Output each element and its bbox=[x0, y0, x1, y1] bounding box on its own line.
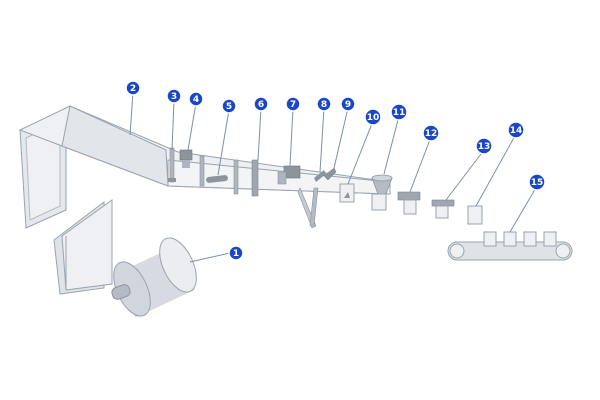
formed-pouch bbox=[339, 183, 355, 203]
callout-label-8: 8 bbox=[321, 100, 327, 110]
callout-label-13: 13 bbox=[478, 142, 491, 152]
callout-9: 9 bbox=[340, 96, 356, 112]
cutter-arm bbox=[323, 167, 337, 181]
film-lower-fold bbox=[53, 199, 113, 295]
callout-15: 15 bbox=[528, 173, 546, 191]
callout-10: 10 bbox=[364, 108, 382, 126]
callout-3: 3 bbox=[166, 88, 182, 104]
film-roll bbox=[111, 237, 197, 318]
callout-13: 13 bbox=[475, 137, 493, 155]
callout-label-7: 7 bbox=[290, 100, 296, 110]
leader-lines bbox=[129, 91, 538, 263]
callout-label-3: 3 bbox=[171, 92, 177, 102]
callout-1: 1 bbox=[228, 245, 244, 261]
callout-label-14: 14 bbox=[510, 126, 523, 136]
callout-label-5: 5 bbox=[226, 102, 232, 112]
callout-label-2: 2 bbox=[130, 84, 136, 94]
sensor-block bbox=[179, 149, 193, 168]
callout-5: 5 bbox=[221, 98, 237, 114]
cutting-blade bbox=[431, 199, 455, 219]
callout-12: 12 bbox=[422, 124, 440, 142]
discharge-conveyor bbox=[447, 231, 573, 261]
callout-14: 14 bbox=[507, 121, 525, 139]
callout-label-4: 4 bbox=[193, 95, 199, 105]
filling-funnel bbox=[371, 174, 393, 211]
callout-label-11: 11 bbox=[393, 108, 406, 118]
callout-8: 8 bbox=[316, 96, 332, 112]
callout-label-12: 12 bbox=[425, 129, 438, 139]
callout-label-6: 6 bbox=[258, 100, 264, 110]
finished-pouch bbox=[467, 205, 483, 225]
callout-label-15: 15 bbox=[531, 178, 544, 188]
side-guides bbox=[233, 159, 259, 197]
callout-6: 6 bbox=[253, 96, 269, 112]
callout-4: 4 bbox=[188, 91, 204, 107]
top-seal-jaws bbox=[397, 191, 421, 215]
tension-roller bbox=[199, 155, 228, 187]
printer-unit bbox=[277, 165, 301, 185]
callout-11: 11 bbox=[390, 103, 408, 121]
film-web-strip bbox=[18, 105, 391, 195]
callout-label-1: 1 bbox=[233, 249, 239, 259]
callout-7: 7 bbox=[285, 96, 301, 112]
callout-label-9: 9 bbox=[345, 100, 351, 110]
callout-label-10: 10 bbox=[367, 113, 380, 123]
folding-plough bbox=[297, 170, 326, 229]
callout-2: 2 bbox=[125, 80, 141, 96]
